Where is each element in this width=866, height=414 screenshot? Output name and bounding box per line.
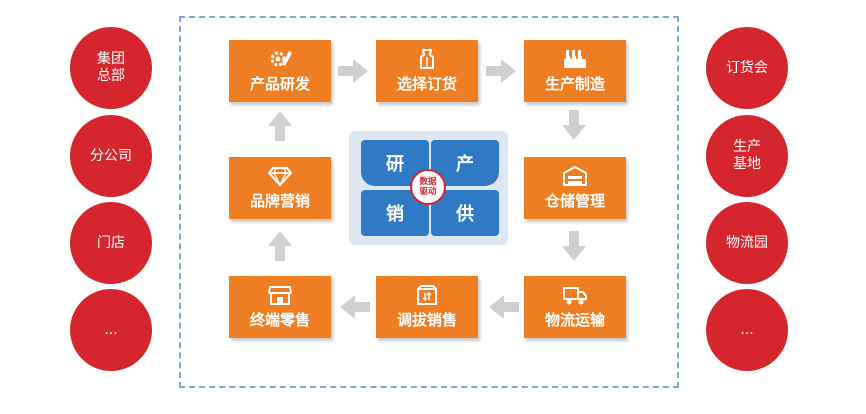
circle-logistics-park: 物流园 (706, 202, 788, 284)
arrow-right-1 (338, 59, 368, 83)
box-label: 品牌营销 (249, 192, 310, 210)
box-label: 产品研发 (249, 75, 310, 93)
data-driven-hub: 数据 驱动 (410, 169, 446, 205)
arrow-up-1 (268, 231, 292, 261)
box-allocation-sales: 调拔销售 (376, 276, 478, 338)
arrow-up-2 (268, 111, 292, 141)
arrow-right-2 (486, 59, 516, 83)
circle-group-hq: 集团 总部 (70, 27, 152, 109)
box-label: 生产制造 (544, 75, 605, 93)
arrow-down-1 (562, 110, 586, 140)
box-label: 选择订货 (396, 75, 457, 93)
arrow-down-2 (562, 231, 586, 261)
factory-icon (564, 50, 586, 68)
gear-pencil-icon (270, 51, 292, 67)
warehouse-icon (563, 166, 587, 186)
transfer-box-icon (417, 285, 437, 305)
dashed-frame (179, 16, 679, 388)
box-manufacturing: 生产制造 (524, 40, 626, 102)
arrow-left-1 (489, 295, 519, 319)
circle-branch-company: 分公司 (70, 115, 152, 197)
box-label: 仓储管理 (544, 192, 605, 210)
box-brand-marketing: 品牌营销 (229, 157, 331, 219)
circle-left-more: ... (70, 289, 152, 371)
storefront-icon (268, 286, 292, 305)
arrow-left-2 (340, 295, 370, 319)
box-label: 物流运输 (544, 311, 605, 329)
circle-store: 门店 (70, 202, 152, 284)
circle-order-fair: 订货会 (706, 27, 788, 109)
circle-right-more: ... (706, 289, 788, 371)
truck-icon (563, 287, 587, 305)
box-label: 调拔销售 (396, 311, 457, 329)
box-product-rd: 产品研发 (229, 40, 331, 102)
box-select-order: 选择订货 (376, 40, 478, 102)
garment-icon (420, 49, 434, 69)
diamond-icon (268, 167, 292, 187)
box-logistics: 物流运输 (524, 276, 626, 338)
box-warehouse: 仓储管理 (524, 157, 626, 219)
box-terminal-retail: 终端零售 (229, 276, 331, 338)
circle-production-base: 生产 基地 (706, 115, 788, 197)
box-label: 终端零售 (249, 311, 310, 329)
